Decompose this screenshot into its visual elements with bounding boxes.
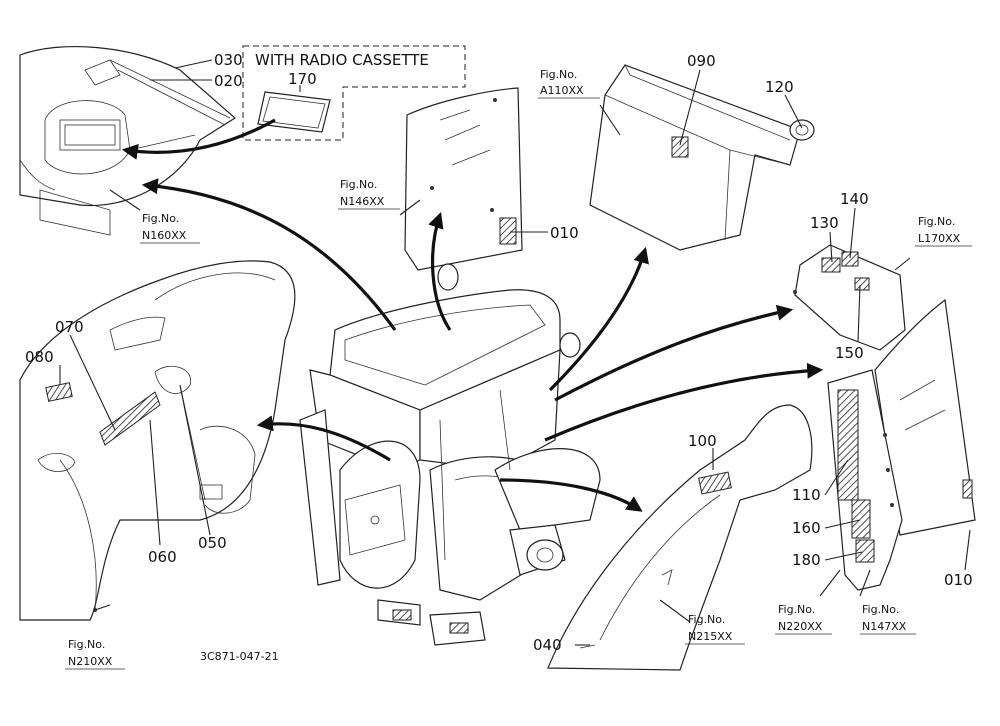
part-label-080: 080 [25, 348, 54, 366]
part-label-010-top: 010 [550, 224, 579, 242]
part-label-150: 150 [835, 344, 864, 362]
svg-text:A110XX: A110XX [540, 84, 584, 97]
side-cover-drawing [793, 244, 906, 351]
part-label-070: 070 [55, 318, 84, 336]
fender-liner-drawing [547, 404, 813, 671]
part-label-030: 030 [214, 51, 243, 69]
svg-text:N215XX: N215XX [688, 630, 733, 643]
pointer-arrows [121, 118, 824, 512]
svg-text:N220XX: N220XX [778, 620, 823, 633]
part-label-090: 090 [687, 52, 716, 70]
radio-cassette-box: WITH RADIO CASSETTE [242, 45, 466, 141]
svg-text:N147XX: N147XX [862, 620, 907, 633]
svg-text:Fig.No.: Fig.No. [68, 638, 105, 651]
roof-console-drawing [589, 64, 815, 251]
svg-text:Fig.No.: Fig.No. [142, 212, 179, 225]
part-label-120: 120 [765, 78, 794, 96]
fig-ref-n220xx: Fig.No. N220XX [775, 603, 832, 635]
radio-cassette-part [257, 91, 331, 133]
fig-ref-n215xx: Fig.No. N215XX [685, 613, 745, 645]
fig-ref-a110xx: Fig.No. A110XX [538, 68, 600, 99]
svg-text:Fig.No.: Fig.No. [340, 178, 377, 191]
svg-text:L170XX: L170XX [918, 232, 961, 245]
part-label-130: 130 [810, 214, 839, 232]
fig-ref-n160xx: Fig.No. N160XX [140, 212, 200, 244]
part-label-040: 040 [533, 636, 562, 654]
cab-glass-drawing [404, 87, 523, 271]
dashboard-panel-drawing [19, 45, 237, 236]
fig-ref-n210xx: Fig.No. N210XX [65, 638, 125, 670]
fig-ref-n146xx: Fig.No. N146XX [338, 178, 400, 210]
svg-text:N210XX: N210XX [68, 655, 113, 668]
leader-lines [59, 59, 971, 646]
svg-text:Fig.No.: Fig.No. [918, 215, 955, 228]
part-label-170: 170 [288, 70, 317, 88]
drawing-number: 3C871-047-21 [200, 650, 279, 663]
fig-ref-l170xx: Fig.No. L170XX [915, 215, 972, 247]
svg-text:Fig.No.: Fig.No. [778, 603, 815, 616]
fig-ref-n147xx: Fig.No. N147XX [860, 603, 916, 635]
part-label-100: 100 [688, 432, 717, 450]
tractor-cab-drawing [299, 263, 601, 646]
part-label-020: 020 [214, 72, 243, 90]
part-label-160: 160 [792, 519, 821, 537]
part-label-140: 140 [840, 190, 869, 208]
part-number-labels: 030 020 170 090 120 010 140 130 150 070 … [25, 51, 973, 654]
part-label-010-right: 010 [944, 571, 973, 589]
part-label-180: 180 [792, 551, 821, 569]
part-label-060: 060 [148, 548, 177, 566]
svg-text:Fig.No.: Fig.No. [688, 613, 725, 626]
door-assembly-drawing [827, 298, 976, 591]
rear-fender-drawing [19, 260, 296, 621]
svg-text:N160XX: N160XX [142, 229, 187, 242]
filler-cap [789, 119, 815, 141]
svg-text:Fig.No.: Fig.No. [862, 603, 899, 616]
svg-text:N146XX: N146XX [340, 195, 385, 208]
svg-text:Fig.No.: Fig.No. [540, 68, 577, 81]
part-label-110: 110 [792, 486, 821, 504]
radio-box-title: WITH RADIO CASSETTE [255, 51, 429, 69]
part-label-050: 050 [198, 534, 227, 552]
figure-references: Fig.No. A110XX Fig.No. N146XX Fig.No. N1… [65, 68, 972, 670]
